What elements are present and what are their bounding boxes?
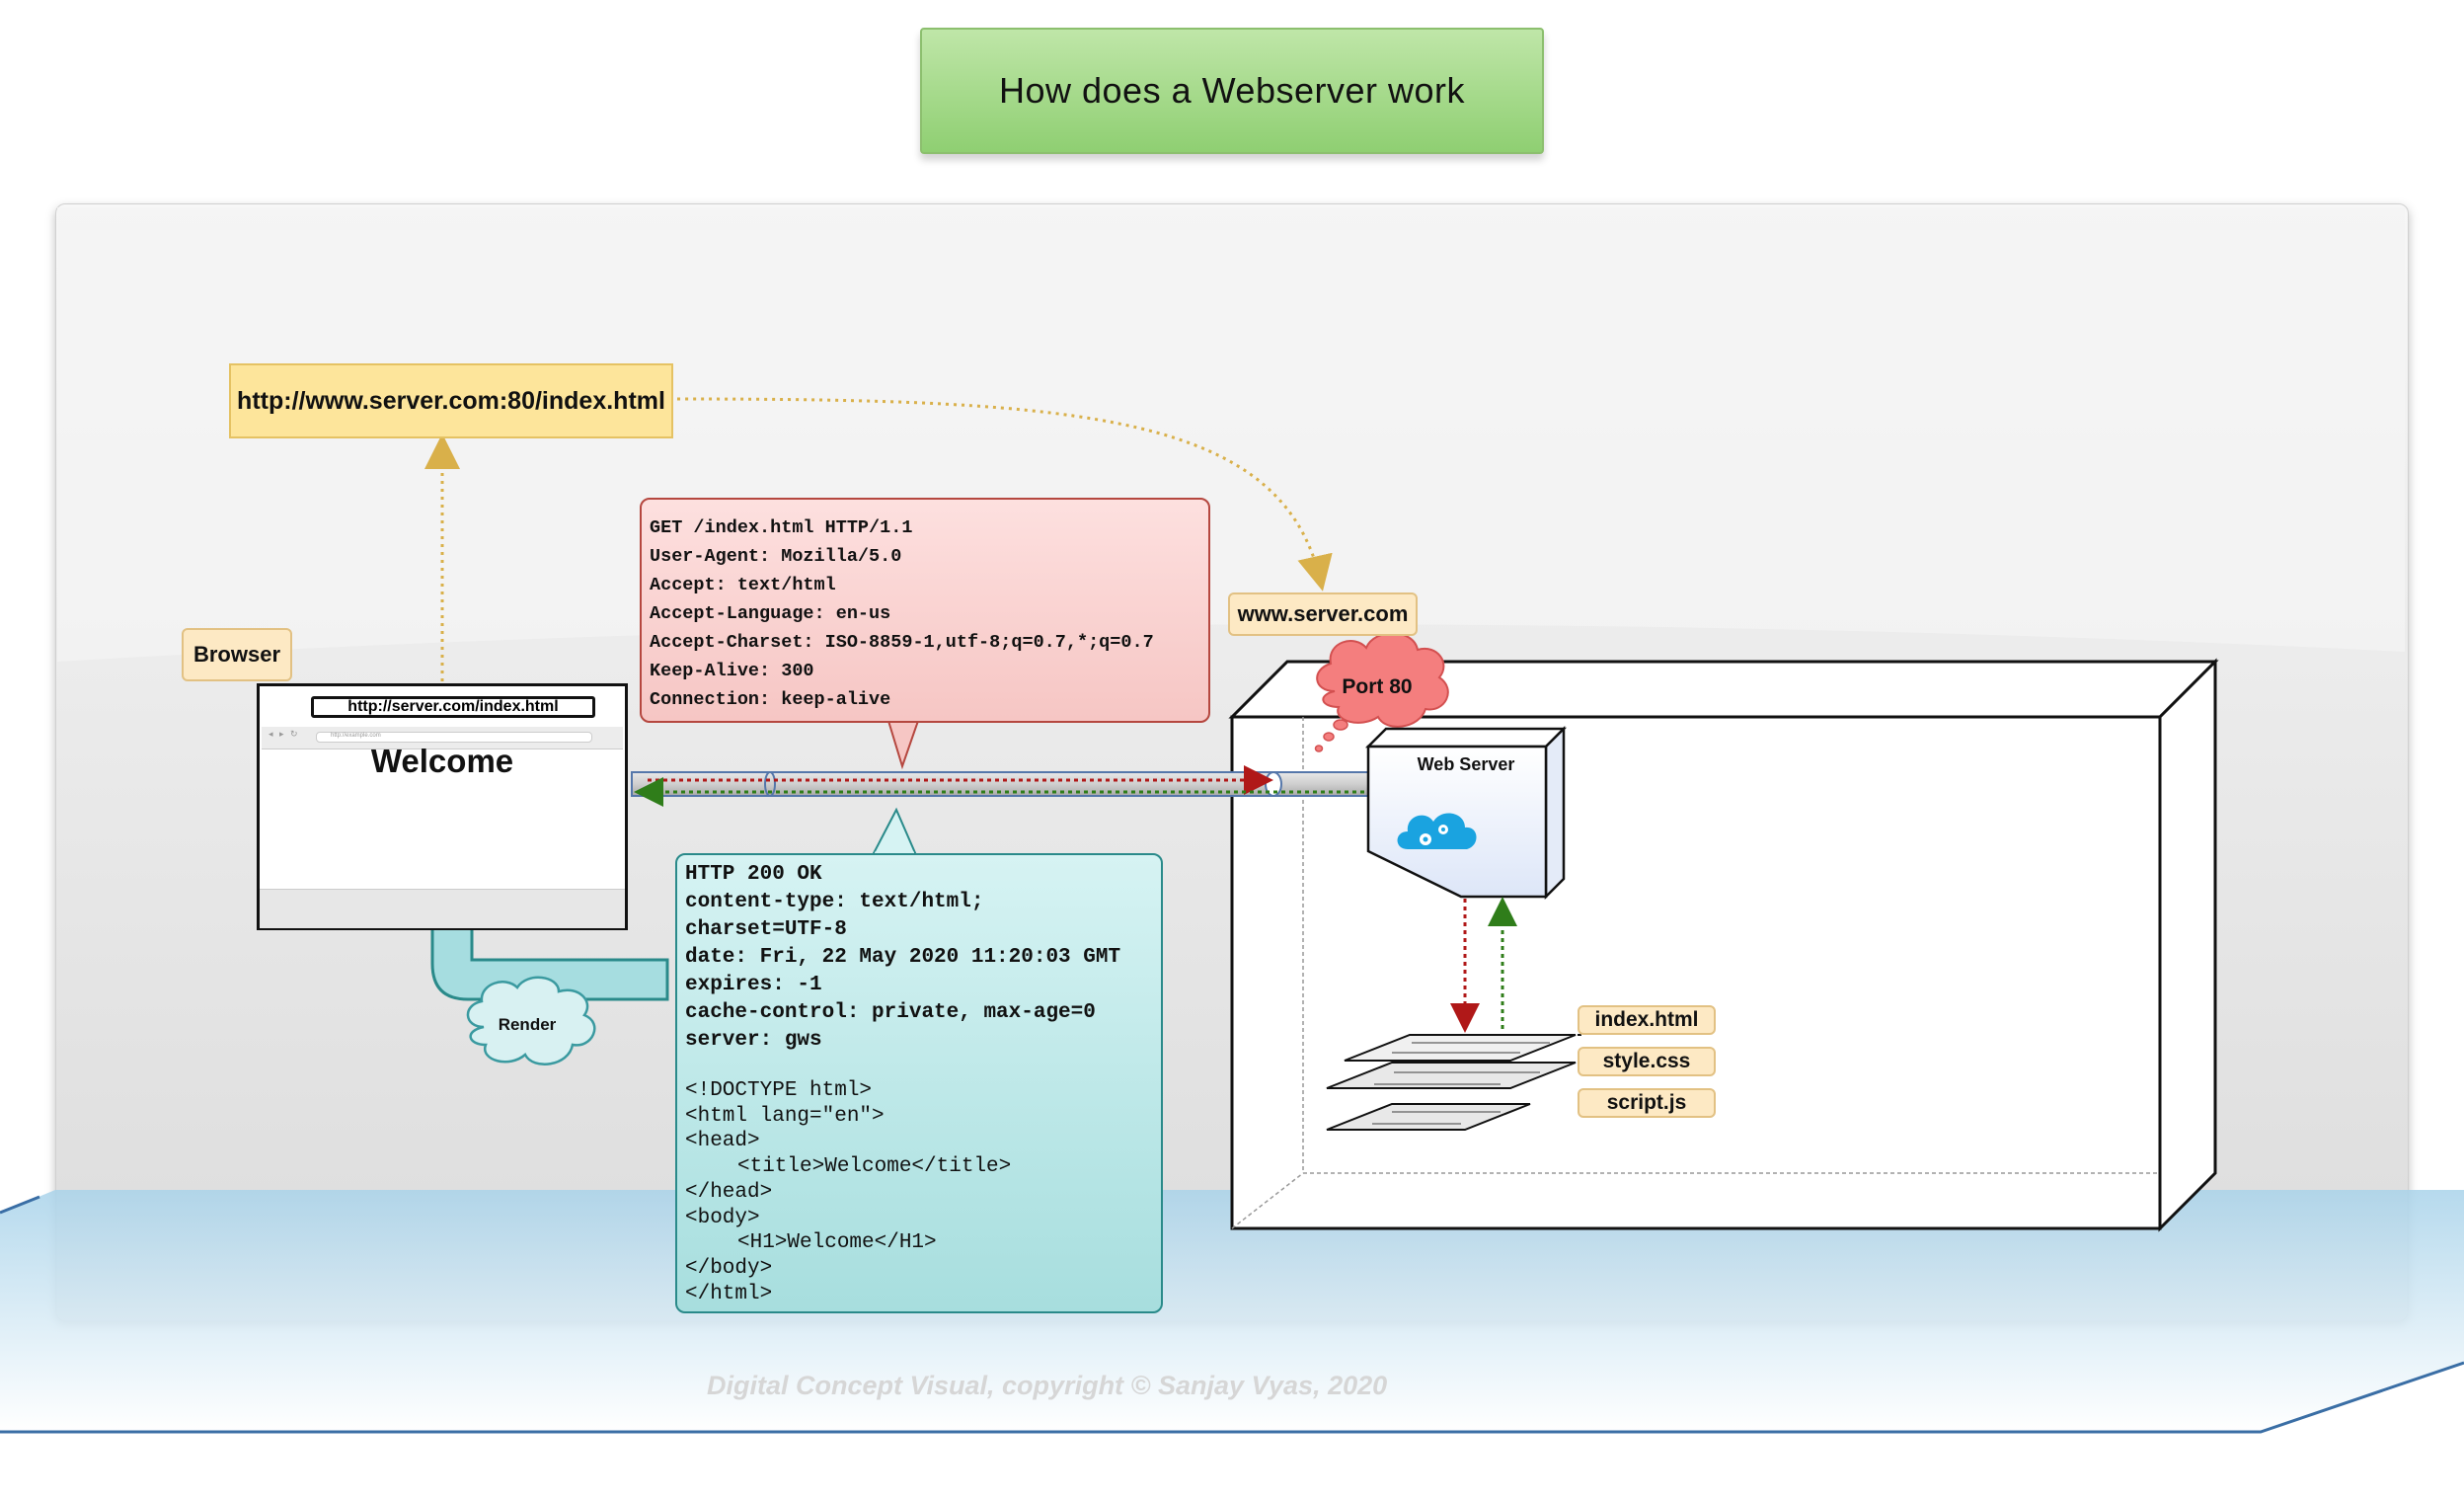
http-request-box: GET /index.html HTTP/1.1 User-Agent: Moz… — [640, 498, 1210, 723]
request-line: User-Agent: Mozilla/5.0 — [650, 546, 902, 567]
webserver-component — [1364, 725, 1568, 901]
file-tag-index: index.html — [1578, 1005, 1716, 1035]
network-pipe — [631, 765, 1387, 807]
cloud-gear-icon — [1397, 813, 1477, 849]
server-box — [1228, 658, 2219, 1232]
render-cloud — [466, 976, 596, 1065]
response-body-line: <html lang="en"> — [685, 1104, 885, 1128]
request-line: Connection: keep-alive — [650, 689, 891, 710]
response-header-line: expires: -1 — [685, 974, 822, 996]
response-header-line: date: Fri, 22 May 2020 11:20:03 GMT — [685, 946, 1121, 969]
response-body-line: </head> — [685, 1180, 773, 1204]
server-hostname-label: www.server.com — [1228, 592, 1418, 636]
floor-band — [0, 1190, 2464, 1432]
browser-page-heading: Welcome — [370, 743, 514, 779]
url-box: http://www.server.com:80/index.html — [229, 363, 673, 438]
title-text: How does a Webserver work — [998, 70, 1465, 111]
response-body-line: <body> — [685, 1206, 760, 1229]
http-response-box: HTTP 200 OK content-type: text/html; cha… — [675, 853, 1163, 1313]
url-text: http://www.server.com:80/index.html — [237, 386, 665, 415]
file-stack — [1326, 1034, 1581, 1131]
response-body-line: <!DOCTYPE html> — [685, 1079, 873, 1102]
request-line: Accept-Charset: ISO-8859-1,utf-8;q=0.7,*… — [650, 632, 1154, 653]
response-body-line: <H1>Welcome</H1> — [737, 1231, 937, 1255]
title-banner: How does a Webserver work — [920, 28, 1544, 154]
render-label: Render — [498, 1015, 557, 1034]
response-body-line: </body> — [685, 1256, 773, 1280]
request-line: Accept-Language: en-us — [650, 603, 891, 624]
response-header-line: HTTP 200 OK — [685, 863, 822, 886]
floor-edge — [0, 1361, 2464, 1434]
browser-footer — [260, 889, 625, 928]
file-tag-script: script.js — [1578, 1088, 1716, 1118]
port-label: Port 80 — [1342, 675, 1413, 698]
copyright-text: Digital Concept Visual, copyright © Sanj… — [707, 1371, 1388, 1400]
response-header-line: content-type: text/html; — [685, 891, 984, 913]
browser-mini-address[interactable]: http://example.com — [316, 732, 592, 743]
request-line: Accept: text/html — [650, 575, 836, 595]
response-body-line: <head> — [685, 1130, 760, 1153]
port-cloud — [1314, 632, 1449, 752]
webserver-label: Web Server — [1417, 754, 1515, 774]
response-header-line: charset=UTF-8 — [685, 918, 847, 941]
request-tail — [886, 720, 920, 770]
file-tag-style: style.css — [1578, 1047, 1716, 1076]
request-line: GET /index.html HTTP/1.1 — [650, 517, 913, 538]
response-body-line: <title>Welcome</title> — [737, 1155, 1012, 1179]
response-tail — [871, 807, 918, 856]
browser-address-bar[interactable]: http://server.com/index.html — [311, 696, 595, 718]
browser-label: Browser — [182, 628, 292, 681]
dns-arrow — [676, 397, 1333, 592]
response-header-line: server: gws — [685, 1029, 822, 1052]
response-body-line: </html> — [685, 1282, 773, 1305]
browser-nav-icons[interactable]: ◂ ▸ ↻ — [269, 729, 300, 739]
response-header-line: cache-control: private, max-age=0 — [685, 1001, 1096, 1024]
request-line: Keep-Alive: 300 — [650, 661, 814, 681]
